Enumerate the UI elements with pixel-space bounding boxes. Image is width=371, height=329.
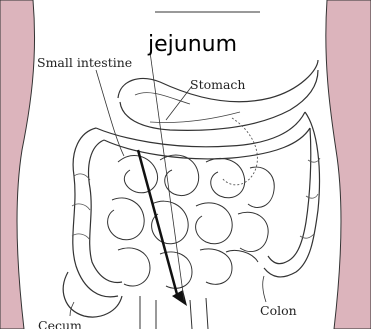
ascending-colon (73, 128, 122, 297)
descending-colon-haustra (300, 158, 320, 238)
left-body-wall (0, 0, 35, 329)
label-cecum: Cecum (38, 318, 82, 329)
descending-colon (264, 112, 319, 277)
label-stomach: Stomach (190, 77, 245, 92)
label-colon: Colon (260, 303, 297, 318)
stomach-outline (118, 60, 318, 130)
stomach-inner (135, 93, 240, 123)
small-intestine-loops (108, 155, 275, 288)
thin-guide-line (150, 52, 184, 300)
pointer-arrow-head (172, 290, 187, 306)
transverse-colon (96, 112, 310, 159)
leader-colon (263, 276, 266, 302)
cecum-shape (63, 272, 122, 317)
label-small-intestine: Small intestine (37, 55, 132, 70)
rectum-lines (140, 296, 208, 329)
diagram-title: jejunum (148, 32, 237, 57)
right-body-wall (326, 0, 371, 329)
